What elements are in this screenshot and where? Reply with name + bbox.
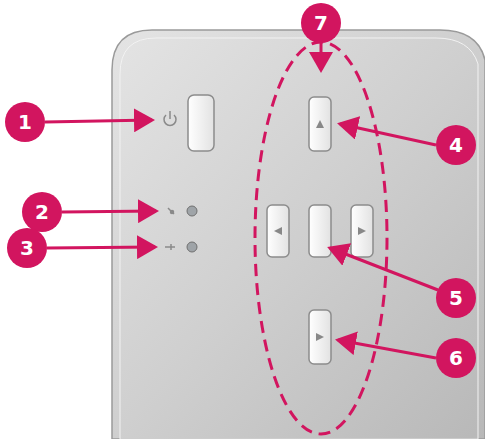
group-outline	[255, 42, 387, 434]
callout-number: 5	[436, 278, 476, 318]
body-highlight	[120, 38, 478, 439]
callout-number: 2	[22, 192, 62, 232]
callout-number: 6	[436, 338, 476, 378]
leader-arrow	[45, 43, 438, 358]
led	[187, 242, 197, 252]
device-body	[112, 30, 485, 439]
callout-circle	[5, 3, 476, 378]
nav-buttons	[267, 97, 373, 364]
power-button	[188, 95, 214, 151]
callout-number: 1	[5, 102, 45, 142]
power-icon	[164, 111, 176, 125]
callout-number: 3	[7, 228, 47, 268]
indicator-icon	[165, 208, 175, 250]
led	[187, 206, 197, 216]
callout-number: 7	[301, 3, 341, 43]
callout-number: 4	[436, 125, 476, 165]
